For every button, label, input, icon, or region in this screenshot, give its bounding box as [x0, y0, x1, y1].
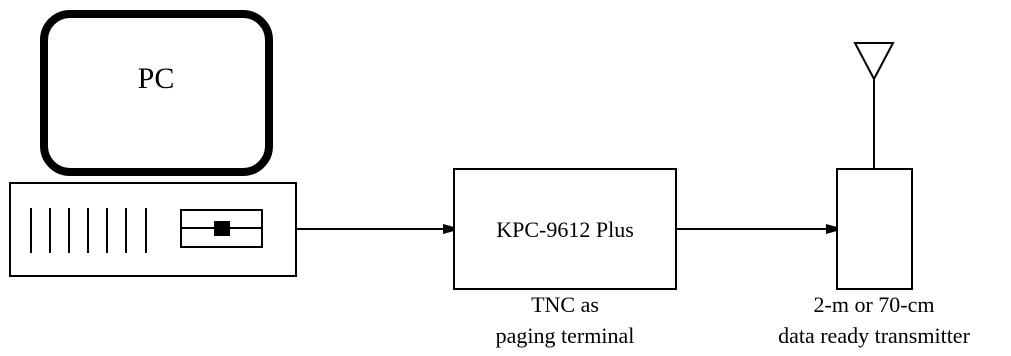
- tnc-caption: TNC as paging terminal: [496, 292, 635, 348]
- transmitter-caption-line-2: data ready transmitter: [778, 323, 970, 348]
- tnc-box-label: KPC-9612 Plus: [496, 217, 634, 242]
- tnc-caption-line-1: TNC as: [531, 292, 599, 317]
- tnc-box-outline: [453, 168, 677, 290]
- antenna-icon: [853, 42, 895, 82]
- vent-slots: [30, 208, 147, 253]
- drive-button: [214, 221, 230, 236]
- transmitter: [836, 42, 913, 290]
- pc-base-unit: [9, 182, 297, 277]
- tnc-box: KPC-9612 Plus: [453, 168, 677, 290]
- transmitter-caption-line-1: 2-m or 70-cm: [814, 292, 935, 317]
- tnc-caption-line-2: paging terminal: [496, 323, 635, 348]
- transmitter-caption: 2-m or 70-cm data ready transmitter: [778, 292, 970, 348]
- pc-label: PC: [138, 62, 175, 95]
- pc-monitor: PC: [40, 10, 273, 176]
- transmitter-box: [836, 168, 913, 290]
- disk-drive: [180, 209, 263, 248]
- monitor-bezel: [40, 10, 273, 176]
